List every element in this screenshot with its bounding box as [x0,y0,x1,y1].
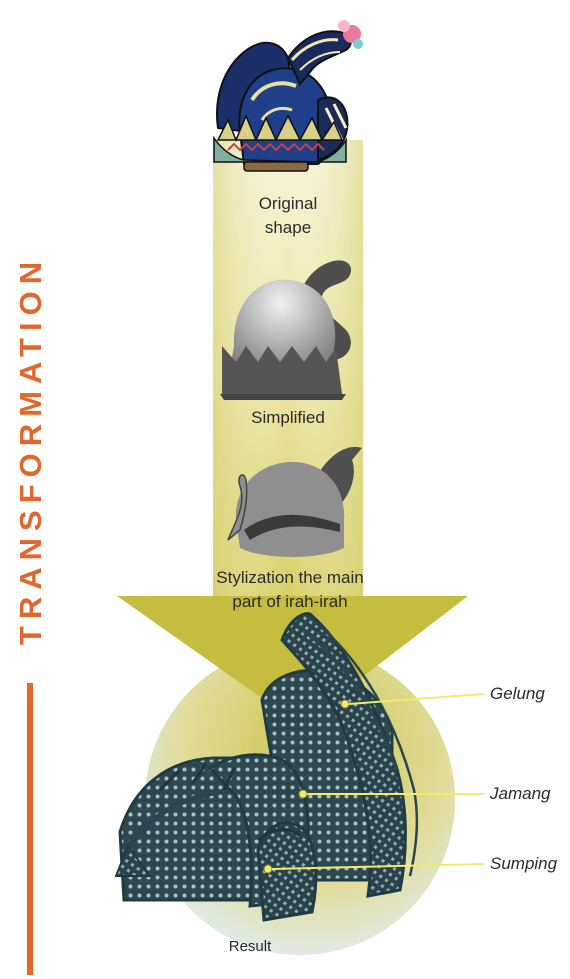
part-label-gelung: Gelung [490,684,545,704]
part-label-jamang: Jamang [490,784,550,804]
stage-label-simplified: Simplified [213,406,363,430]
stage-label-original: Original shape [213,192,363,240]
side-title: TRANSFORMATION [10,240,52,660]
stage-label-result: Result [200,938,300,955]
part-label-sumping: Sumping [490,854,557,874]
stage-label-stylization: Stylization the main part of irah-irah [180,566,400,614]
side-accent-bar [27,683,33,975]
